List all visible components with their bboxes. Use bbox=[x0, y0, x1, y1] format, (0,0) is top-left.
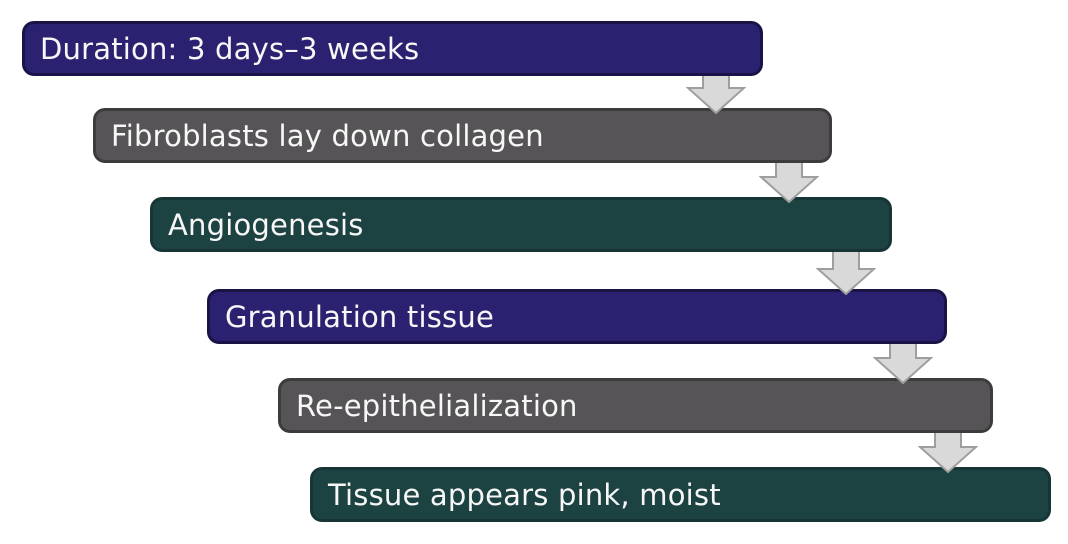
step-box-fibroblasts: Fibroblasts lay down collagen bbox=[93, 108, 832, 163]
step-box-angiogenesis: Angiogenesis bbox=[150, 197, 892, 252]
step-box-duration: Duration: 3 days–3 weeks bbox=[22, 21, 763, 76]
step-label: Tissue appears pink, moist bbox=[328, 477, 721, 512]
down-arrow-icon bbox=[816, 245, 876, 295]
step-box-tissue-appearance: Tissue appears pink, moist bbox=[310, 467, 1051, 522]
step-label: Angiogenesis bbox=[168, 207, 364, 242]
step-label: Re-epithelialization bbox=[296, 388, 578, 423]
step-label: Granulation tissue bbox=[225, 299, 494, 334]
step-box-granulation-tissue: Granulation tissue bbox=[207, 289, 947, 344]
step-box-re-epithelialization: Re-epithelialization bbox=[278, 378, 993, 433]
step-label: Fibroblasts lay down collagen bbox=[111, 118, 544, 153]
step-label: Duration: 3 days–3 weeks bbox=[40, 31, 420, 66]
